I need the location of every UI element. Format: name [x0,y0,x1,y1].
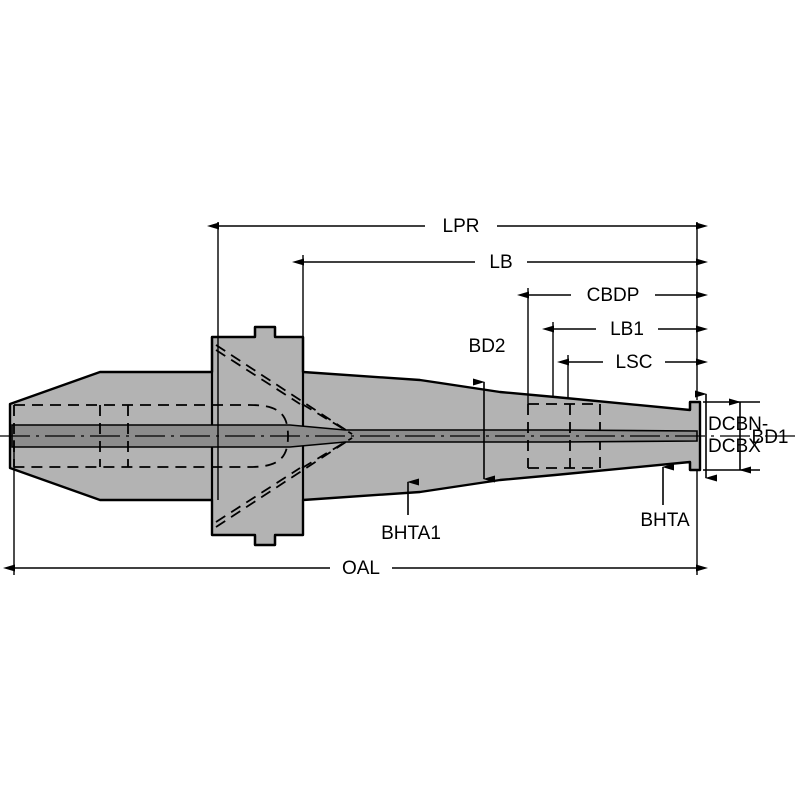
label-bd2: BD2 [469,336,506,357]
label-dcbn: DCBN- [708,414,768,435]
dimension-bd2: BD2 [469,336,506,483]
label-lb: LB [489,252,512,273]
label-cbdp: CBDP [587,285,640,306]
dimension-oal: OAL [3,553,708,581]
label-dcbx: DCBX [708,436,761,457]
dimension-lsc: LSC [557,347,708,375]
label-bd1: BD1 [752,427,789,448]
leader-bhta1: BHTA1 [381,478,441,544]
label-lb1: LB1 [610,319,644,340]
label-lpr: LPR [443,216,480,237]
dimension-lb: LB [292,247,708,275]
dimension-bd1: BD1 [729,398,789,474]
hidden-internal-features [13,344,601,528]
leader-bhta: BHTA [640,463,690,531]
label-lsc: LSC [616,352,653,373]
label-bhta1: BHTA1 [381,523,441,544]
label-oal: OAL [342,558,380,579]
dimension-dcbn-dcbx: DCBN- DCBX [695,390,768,482]
dimension-lpr: LPR [207,211,708,239]
dimension-cbdp: CBDP [517,280,708,308]
label-bhta: BHTA [640,510,690,531]
dimension-lb1: LB1 [542,314,708,342]
